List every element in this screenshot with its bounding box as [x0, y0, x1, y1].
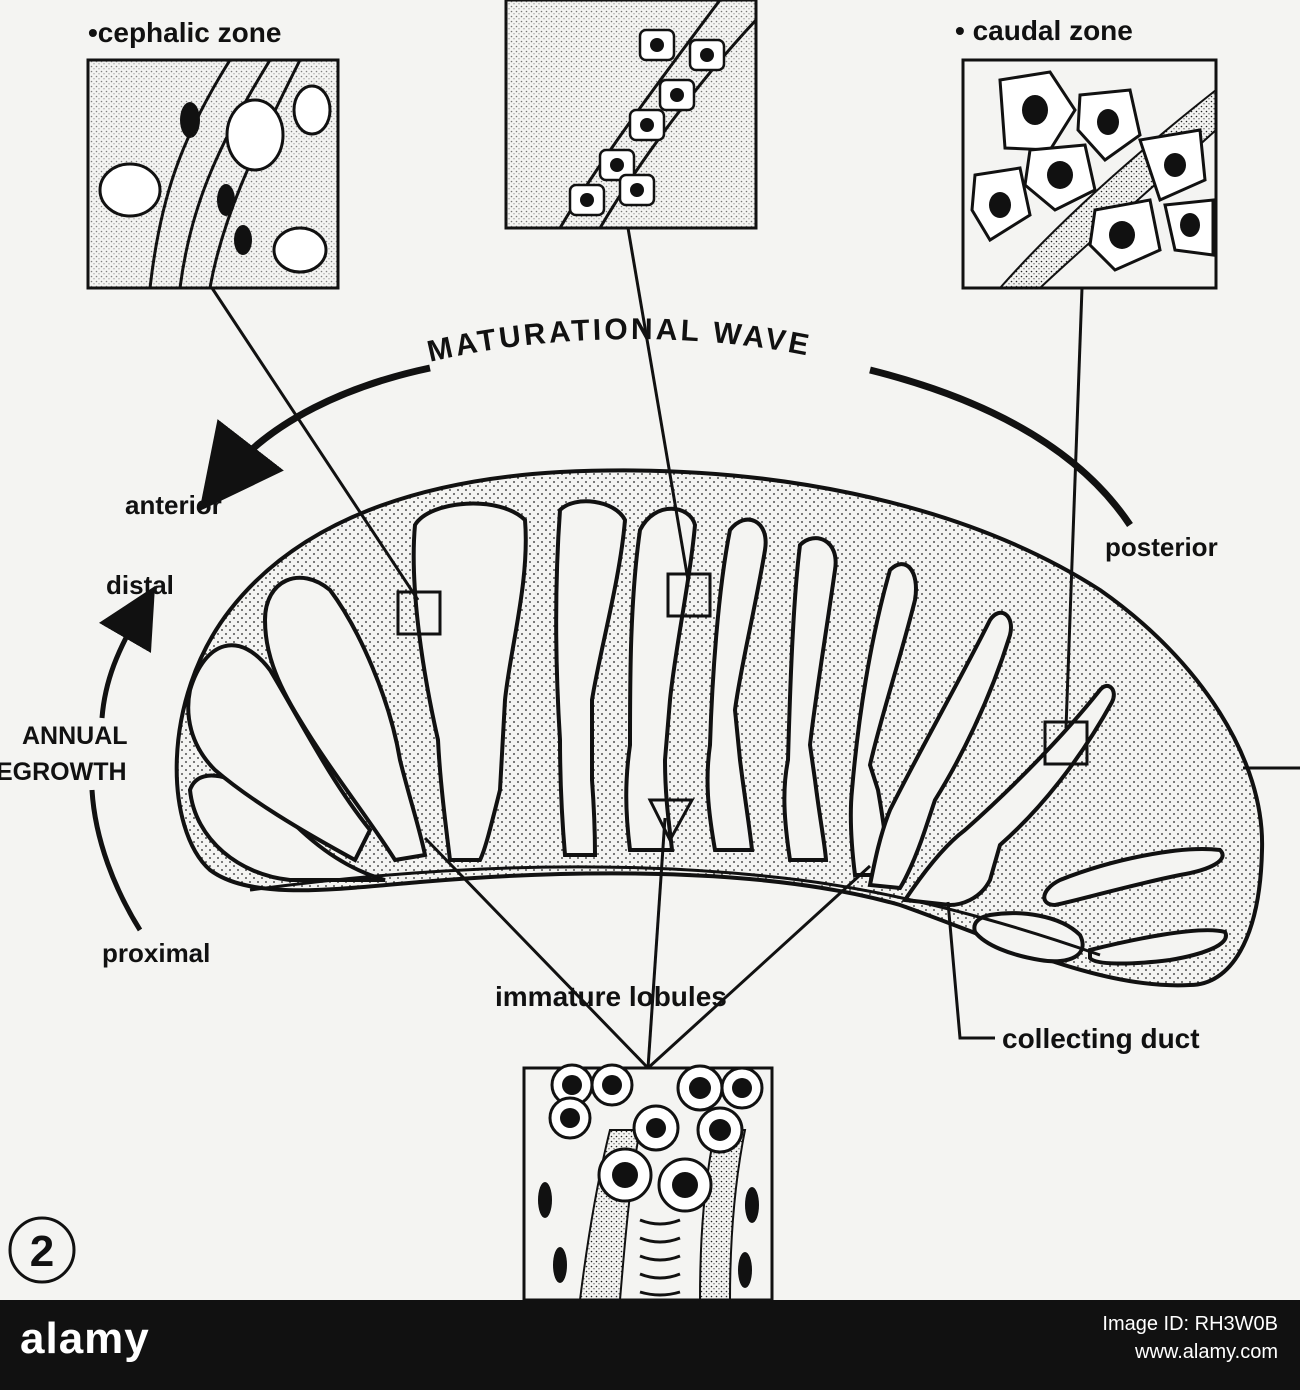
label-growth: EGROWTH [0, 758, 127, 786]
figure-number: 2 [30, 1227, 54, 1276]
watermark-logo: alamy [20, 1314, 150, 1363]
leader-collecting-duct [946, 901, 995, 1040]
label-immature-lobules: immature lobules [495, 981, 727, 1012]
label-distal: distal [106, 570, 174, 600]
micrograph-middle [504, 0, 758, 230]
lobule-6 [624, 506, 698, 852]
testis-maturation-diagram: •cephalic zone • caudal zone MATURATIONA… [0, 0, 1300, 1300]
lobule-12 [1042, 847, 1225, 908]
lobule-5 [554, 499, 628, 857]
label-collecting-duct: collecting duct [1002, 1023, 1200, 1054]
lobule-4 [411, 501, 528, 862]
leader-immature-2 [646, 817, 667, 1069]
label-proximal: proximal [102, 938, 210, 968]
lobule-11 [901, 683, 1116, 908]
sample-box-cephalic [396, 590, 442, 636]
lobule-3 [262, 575, 428, 863]
watermark-bar: alamy Image ID: RH3W0B www.alamy.com [0, 1300, 1300, 1390]
lobule-10 [867, 610, 1013, 891]
watermark-info: Image ID: RH3W0B www.alamy.com [1102, 1310, 1278, 1366]
maturational-wave-arc-left [199, 364, 431, 512]
micrograph-caudal [961, 58, 1218, 290]
figure-number-circle [8, 1216, 76, 1284]
annual-growth-arrow-down [89, 789, 143, 932]
sample-box-middle [666, 572, 712, 618]
sample-box-immature [647, 798, 695, 844]
leader-caudal [1064, 287, 1084, 729]
lobules [186, 499, 1228, 966]
micrograph-cephalic [86, 58, 340, 290]
label-posterior: posterior [1105, 532, 1218, 562]
label-maturational-wave: MATURATIONAL WAVE [424, 313, 814, 369]
leader-lines [210, 227, 1300, 1070]
watermark-image-id: Image ID: RH3W0B [1102, 1313, 1278, 1335]
leader-cephalic [210, 287, 420, 601]
collecting-duct-band [249, 865, 1101, 957]
label-anterior: anterior [125, 490, 222, 520]
lobule-13 [972, 911, 1085, 964]
leader-immature-1 [423, 836, 650, 1070]
lobule-8 [782, 536, 838, 862]
watermark-url: www.alamy.com [1135, 1341, 1278, 1363]
leader-middle [626, 227, 690, 581]
lobule-7 [705, 517, 768, 852]
label-cephalic-zone: •cephalic zone [88, 17, 281, 48]
lobule-2 [186, 643, 373, 863]
micrograph-immature [522, 1063, 774, 1300]
leader-immature-3 [646, 864, 872, 1070]
label-annual: ANNUAL [22, 722, 128, 750]
annual-growth-arrow-up [99, 586, 156, 719]
label-maturational-wave-path: MATURATIONAL WAVE [424, 313, 811, 369]
lobule-14 [1088, 928, 1228, 966]
label-caudal-zone: • caudal zone [955, 15, 1133, 46]
maturational-wave-arc-right [869, 366, 1133, 527]
